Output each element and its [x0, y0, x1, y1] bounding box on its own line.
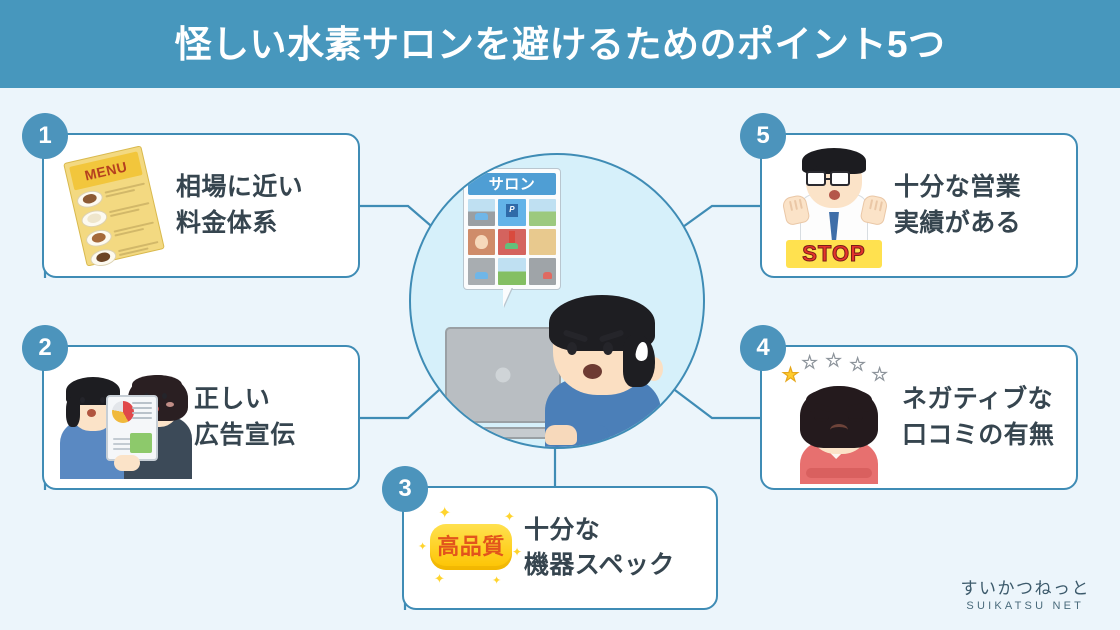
point-card-3-text: 十分な 機器スペック	[524, 515, 675, 580]
point-card-1-text: 相場に近い 料金体系	[176, 173, 304, 237]
search-results-bubble: サロン P	[463, 168, 561, 290]
thumbnail-street	[528, 258, 556, 285]
thumbnail-field	[528, 199, 556, 226]
watermark-en: SUIKATSU NET	[966, 600, 1085, 612]
stop-sign-icon: STOP	[786, 239, 882, 268]
card-badge-1: 1	[22, 113, 68, 159]
tablet-document-icon	[106, 394, 158, 461]
stop-sign-label: STOP	[802, 240, 866, 266]
sparkle-icon: ✦	[434, 571, 445, 586]
point-card-3[interactable]: ✦ ✦ ✦ ✦ ✦ ✦ 高品質 十分な 機器スペック	[402, 486, 718, 610]
thumbnail-traffic-light	[468, 258, 496, 285]
point-card-2-text: 正しい 広告宣伝	[194, 385, 296, 449]
point-card-5[interactable]: STOP 十分な営業 実績がある	[760, 133, 1078, 278]
frowning-woman-one-star-review-icon: ★ ★ ★ ★ ★	[774, 350, 902, 484]
card-badge-4: 4	[740, 325, 786, 371]
star-empty-icon: ★	[849, 354, 866, 374]
center-hub: サロン P	[409, 153, 705, 449]
bubble-tail-icon	[503, 287, 512, 307]
sparkle-icon: ✦	[438, 505, 452, 522]
sparkle-icon: ✦	[418, 541, 428, 553]
site-watermark: すいかつねっと SUIKATSU NET	[961, 580, 1091, 612]
page-header: 怪しい水素サロンを避けるためのポイント5つ	[0, 0, 1120, 88]
point-card-2[interactable]: 正しい 広告宣伝	[42, 345, 360, 490]
menu-label: MENU	[83, 157, 129, 184]
point-card-4[interactable]: ★ ★ ★ ★ ★ ネガティブな 口コミの有無	[760, 345, 1078, 490]
card-badge-2: 2	[22, 325, 68, 371]
doctor-stop-gesture-icon: STOP	[774, 142, 894, 270]
thumbnail-landscape	[498, 258, 526, 285]
worried-man-icon	[537, 289, 667, 447]
thumbnail-buildings	[528, 228, 556, 256]
thumbnail-sign-car	[498, 228, 526, 256]
sparkle-icon: ✦	[492, 575, 502, 587]
point-card-5-text: 十分な営業 実績がある	[894, 173, 1022, 237]
point-card-1[interactable]: MENU 相場に近い 料金体系	[42, 133, 360, 278]
thumbnail-road	[468, 199, 496, 226]
watermark-jp: すいかつねっと	[960, 579, 1090, 598]
sparkle-icon: ✦	[512, 545, 523, 559]
holding-hand-icon	[114, 454, 140, 471]
star-filled-icon: ★	[781, 364, 800, 386]
quality-badge-label: 高品質	[437, 534, 505, 559]
star-empty-icon: ★	[871, 364, 888, 384]
high-quality-badge-icon: ✦ ✦ ✦ ✦ ✦ ✦ 高品質	[416, 502, 524, 594]
bubble-title: サロン	[488, 175, 536, 193]
page-title: 怪しい水素サロンを避けるためのポイント5つ	[174, 23, 946, 65]
star-rating: ★ ★ ★ ★ ★	[781, 350, 902, 386]
thumbnail-person	[468, 228, 496, 256]
thumbnail-grid: P	[468, 199, 556, 285]
star-empty-icon: ★	[801, 352, 818, 372]
menu-sheet-icon: MENU	[56, 144, 176, 268]
card-badge-5: 5	[740, 113, 786, 159]
card-badge-3: 3	[382, 466, 428, 512]
sparkle-icon: ✦	[504, 509, 515, 524]
laptop-icon	[439, 327, 567, 439]
two-people-with-tablet-icon	[54, 357, 194, 479]
thumbnail-parking-sign: P	[498, 199, 526, 226]
point-card-4-text: ネガティブな 口コミの有無	[902, 385, 1055, 449]
bubble-header: サロン	[468, 173, 556, 195]
star-empty-icon: ★	[825, 350, 842, 370]
